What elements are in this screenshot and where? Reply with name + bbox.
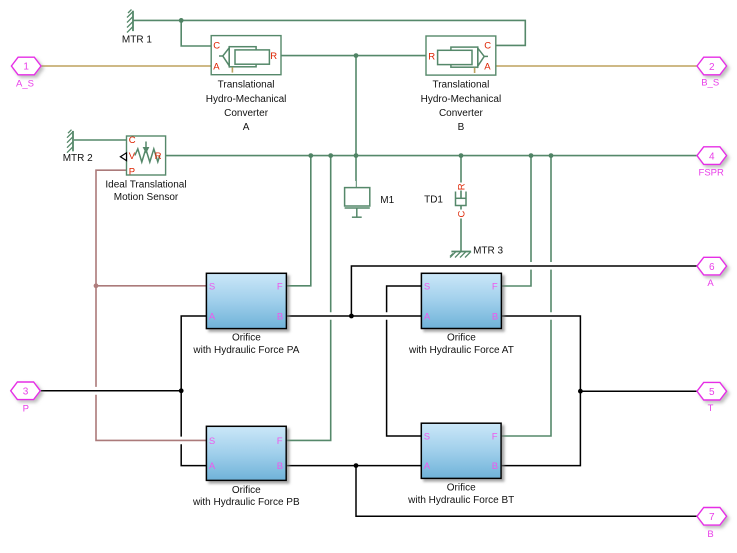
svg-text:A_S: A_S (16, 79, 34, 90)
svg-text:P: P (23, 403, 29, 414)
svg-text:A: A (424, 461, 431, 472)
svg-text:3: 3 (23, 386, 29, 397)
svg-text:A: A (209, 312, 216, 323)
svg-text:7: 7 (709, 512, 715, 523)
svg-text:R: R (456, 183, 467, 190)
svg-text:C: C (484, 41, 491, 52)
svg-text:C: C (456, 211, 467, 218)
svg-text:Hydro-Mechanical: Hydro-Mechanical (421, 94, 502, 105)
svg-text:MTR 2: MTR 2 (63, 153, 93, 164)
svg-text:F: F (277, 281, 283, 292)
svg-text:B: B (458, 122, 465, 133)
svg-text:P: P (129, 166, 135, 177)
svg-text:Orifice: Orifice (447, 482, 476, 493)
svg-text:Ideal Translational: Ideal Translational (105, 180, 186, 191)
svg-text:with Hydraulic Force PA: with Hydraulic Force PA (192, 345, 299, 356)
svg-text:F: F (492, 282, 498, 293)
svg-text:with Hydraulic Force AT: with Hydraulic Force AT (408, 345, 514, 356)
svg-text:Hydro-Mechanical: Hydro-Mechanical (206, 94, 287, 105)
svg-text:S: S (424, 282, 430, 293)
svg-text:C: C (129, 135, 136, 146)
svg-text:FSPR: FSPR (699, 167, 724, 178)
svg-text:B: B (707, 529, 713, 540)
svg-text:Converter: Converter (439, 108, 484, 119)
svg-text:Orifice: Orifice (447, 333, 476, 344)
svg-text:M1: M1 (380, 195, 394, 206)
svg-text:C: C (213, 40, 220, 51)
svg-text:F: F (492, 432, 498, 443)
svg-text:S: S (209, 281, 215, 292)
svg-text:Orifice: Orifice (232, 485, 261, 496)
svg-text:4: 4 (709, 151, 715, 162)
svg-text:Motion Sensor: Motion Sensor (114, 192, 179, 203)
svg-text:MTR 1: MTR 1 (122, 35, 152, 46)
svg-text:T: T (708, 403, 714, 414)
svg-text:B_S: B_S (701, 78, 719, 89)
svg-text:5: 5 (709, 387, 715, 398)
svg-text:Converter: Converter (224, 108, 269, 119)
svg-text:1: 1 (23, 62, 29, 73)
svg-text:B: B (492, 312, 498, 323)
svg-text:A: A (213, 61, 220, 72)
svg-text:A: A (424, 312, 431, 323)
svg-text:R: R (270, 51, 277, 62)
svg-text:MTR 3: MTR 3 (473, 245, 503, 256)
svg-text:with Hydraulic Force BT: with Hydraulic Force BT (407, 495, 514, 506)
svg-text:A: A (209, 461, 216, 472)
svg-text:Translational: Translational (432, 80, 489, 91)
svg-text:A: A (243, 122, 250, 133)
svg-text:S: S (209, 436, 215, 447)
svg-text:6: 6 (709, 262, 715, 273)
svg-text:R: R (428, 52, 435, 63)
svg-text:S: S (424, 432, 430, 443)
svg-text:V: V (129, 151, 136, 162)
svg-text:F: F (277, 436, 283, 447)
svg-text:TD1: TD1 (424, 195, 443, 206)
svg-text:R: R (155, 151, 162, 162)
svg-text:Orifice: Orifice (232, 333, 261, 344)
svg-text:with Hydraulic Force PB: with Hydraulic Force PB (192, 497, 300, 508)
svg-text:B: B (492, 461, 498, 472)
svg-text:B: B (277, 461, 283, 472)
svg-text:B: B (277, 312, 283, 323)
svg-text:Translational: Translational (218, 80, 275, 91)
svg-text:A: A (484, 62, 491, 73)
svg-text:A: A (707, 278, 714, 289)
svg-text:2: 2 (709, 62, 715, 73)
